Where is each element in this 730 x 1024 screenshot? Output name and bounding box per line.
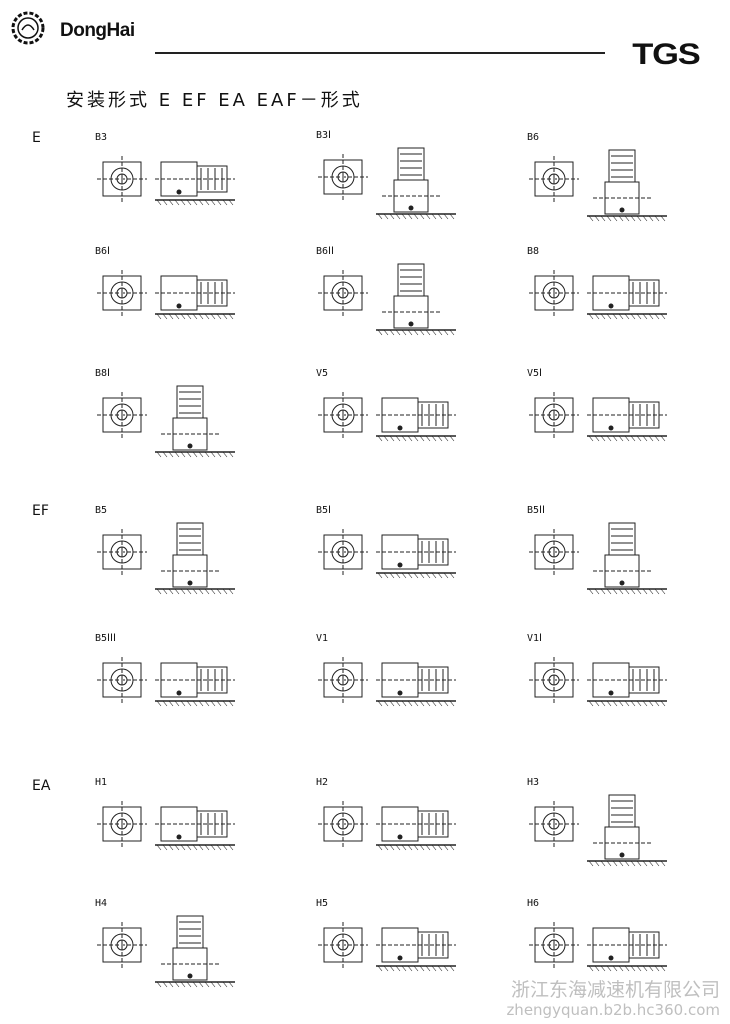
gear-unit-sketch — [97, 657, 235, 707]
gear-unit-sketch — [318, 147, 456, 220]
mount-diagram: B6ⅠⅠ — [316, 246, 516, 356]
mount-label: B3Ⅰ — [316, 130, 331, 141]
mount-label: B6 — [527, 132, 540, 143]
watermark: 浙江东海减速机有限公司 zhengyquan.b2b.hc360.com — [506, 980, 720, 1020]
gear-unit-sketch — [97, 156, 235, 206]
mount-diagram: H5 — [316, 898, 516, 1008]
mount-label: B5ⅠⅠⅠ — [95, 633, 116, 644]
mount-label: V1 — [316, 633, 329, 644]
mount-diagram: V1 — [316, 633, 516, 743]
company-logo: DongHai — [8, 8, 158, 48]
gear-unit-sketch — [529, 922, 667, 972]
page-title: 安装形式 E EF EA EAF－形式 — [66, 90, 363, 111]
mount-diagram: V1Ⅰ — [527, 633, 727, 743]
mount-label: H4 — [95, 898, 108, 909]
gear-unit-sketch — [318, 529, 456, 579]
mount-label: H3 — [527, 777, 540, 788]
gear-unit-sketch — [318, 392, 456, 442]
gear-unit-sketch — [529, 657, 667, 707]
mount-diagram: H4 — [95, 898, 295, 1008]
mount-label: H1 — [95, 777, 108, 788]
gear-unit-sketch — [97, 801, 235, 851]
gear-unit-sketch — [97, 385, 235, 458]
gear-unit-sketch — [529, 794, 667, 867]
gear-unit-sketch — [529, 522, 667, 595]
section-label-ef: EF — [32, 503, 49, 519]
gear-unit-sketch — [318, 922, 456, 972]
mount-label: H5 — [316, 898, 329, 909]
mount-diagram: B8 — [527, 246, 727, 356]
gear-unit-sketch — [529, 149, 667, 222]
mount-diagram: B6 — [527, 132, 727, 242]
mount-label: B6ⅠⅠ — [316, 246, 334, 257]
mount-diagram: B5ⅠⅠⅠ — [95, 633, 295, 743]
mount-label: H6 — [527, 898, 540, 909]
header-rule — [155, 52, 605, 54]
mount-diagram: H3 — [527, 777, 727, 887]
mount-label: B3 — [95, 132, 108, 143]
mount-diagram: B5ⅠⅠ — [527, 505, 727, 615]
mount-label: B8Ⅰ — [95, 368, 110, 379]
gear-unit-sketch — [318, 801, 456, 851]
mount-label: V5 — [316, 368, 329, 379]
gear-logo-icon — [11, 11, 45, 45]
mount-diagram: H1 — [95, 777, 295, 887]
mount-label: H2 — [316, 777, 329, 788]
mount-diagram: V5Ⅰ — [527, 368, 727, 478]
mount-diagram: B3 — [95, 132, 295, 242]
brand-logo: TGS — [632, 38, 702, 71]
mount-diagram: V5 — [316, 368, 516, 478]
mount-diagram: B8Ⅰ — [95, 368, 295, 478]
section-label-ea: EA — [32, 778, 51, 794]
mount-label: B5Ⅰ — [316, 505, 331, 516]
gear-unit-sketch — [97, 915, 235, 988]
mount-diagram: H2 — [316, 777, 516, 887]
mount-label: V5Ⅰ — [527, 368, 542, 379]
logo-text: DongHai — [60, 20, 135, 41]
mount-label: B8 — [527, 246, 540, 257]
mount-diagram: B5Ⅰ — [316, 505, 516, 615]
gear-unit-sketch — [529, 392, 667, 442]
mount-label: B5ⅠⅠ — [527, 505, 545, 516]
gear-unit-sketch — [318, 657, 456, 707]
watermark-company: 浙江东海减速机有限公司 — [510, 979, 720, 1001]
mount-label: V1Ⅰ — [527, 633, 542, 644]
gear-unit-sketch — [97, 270, 235, 320]
mount-diagram: B6Ⅰ — [95, 246, 295, 356]
gear-unit-sketch — [318, 263, 456, 336]
mount-label: B5 — [95, 505, 108, 516]
section-label-e: E — [32, 130, 41, 146]
mount-label: B6Ⅰ — [95, 246, 110, 257]
watermark-url: zhengyquan.b2b.hc360.com — [506, 1001, 720, 1019]
mount-diagram: H6 — [527, 898, 727, 1008]
mount-diagram: B3Ⅰ — [316, 130, 516, 240]
mount-diagram: B5 — [95, 505, 295, 615]
gear-unit-sketch — [529, 270, 667, 320]
gear-unit-sketch — [97, 522, 235, 595]
